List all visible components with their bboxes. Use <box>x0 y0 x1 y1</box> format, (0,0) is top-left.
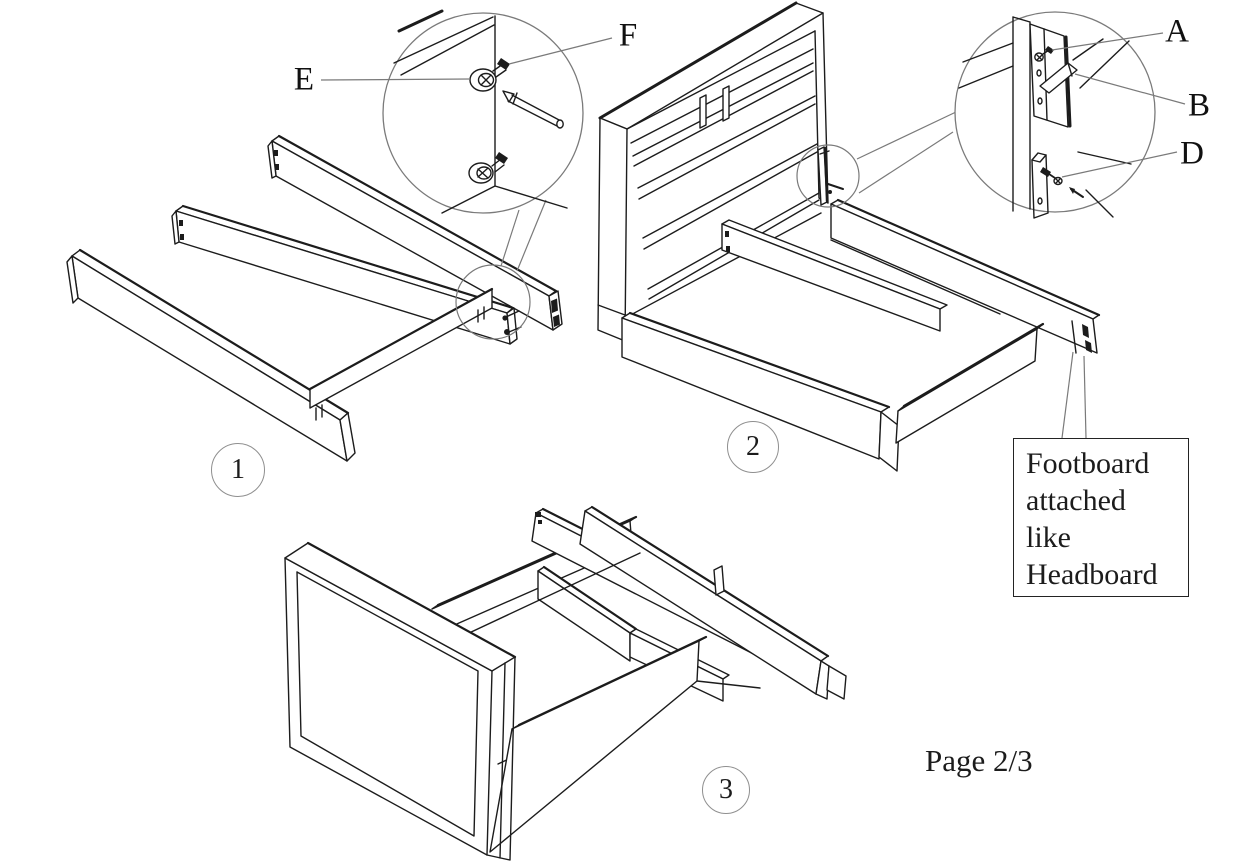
step-3-label: 3 <box>719 774 733 805</box>
zoom-region-circle <box>455 264 531 340</box>
step-number-1: 1 <box>211 443 265 497</box>
step1-rails-drawing <box>66 134 563 462</box>
bolt-f <box>502 90 564 129</box>
step1-callout-circle <box>455 199 547 340</box>
zoom-region-circle <box>796 144 860 208</box>
hardware-label-a: A <box>1165 13 1189 50</box>
note-box-leader-lines <box>1061 351 1087 439</box>
mounting-bracket-plate <box>1029 23 1072 128</box>
screw-a <box>1034 46 1054 62</box>
leader-line-d <box>1061 151 1178 178</box>
hardware-label-b: B <box>1187 87 1211 124</box>
note-line-1: Footboard <box>1026 447 1150 480</box>
magnifier-circle <box>382 12 584 214</box>
post-block <box>1031 152 1049 219</box>
allen-key-b <box>1039 62 1078 94</box>
rail-bracket-small <box>817 146 844 206</box>
step-1-label: 1 <box>231 454 245 485</box>
step2-callout-circle <box>796 111 957 208</box>
step2-rails-drawing <box>621 198 1101 472</box>
note-line-3: like <box>1026 521 1071 554</box>
leader-line-b <box>1074 73 1186 105</box>
leader-line-f <box>508 37 613 65</box>
note-line-4: Headboard <box>1026 558 1158 591</box>
cam-screw-e <box>469 58 510 92</box>
hardware-label-d: D <box>1180 135 1204 172</box>
footboard-note-box: Footboard attached like Headboard <box>1013 438 1189 597</box>
step-number-2: 2 <box>727 421 779 473</box>
step3-assembled-frame-drawing <box>284 505 847 861</box>
note-line-2: attached <box>1026 484 1126 517</box>
leader-line-a <box>1051 32 1164 51</box>
dowel-pin <box>1069 187 1084 198</box>
step1-hardware-detail-circle <box>320 9 613 214</box>
step-2-label: 2 <box>746 431 760 462</box>
screw-d <box>1040 167 1063 186</box>
hardware-label-e: E <box>293 61 315 98</box>
leader-line-e <box>320 78 471 81</box>
page-indicator: Page 2/3 <box>925 743 1033 778</box>
step-number-3: 3 <box>702 766 750 814</box>
hardware-label-f: F <box>618 17 638 54</box>
cam-screw-lower <box>468 152 508 184</box>
step2-headboard-drawing <box>597 1 829 342</box>
step2-hardware-detail-circle <box>954 11 1186 219</box>
